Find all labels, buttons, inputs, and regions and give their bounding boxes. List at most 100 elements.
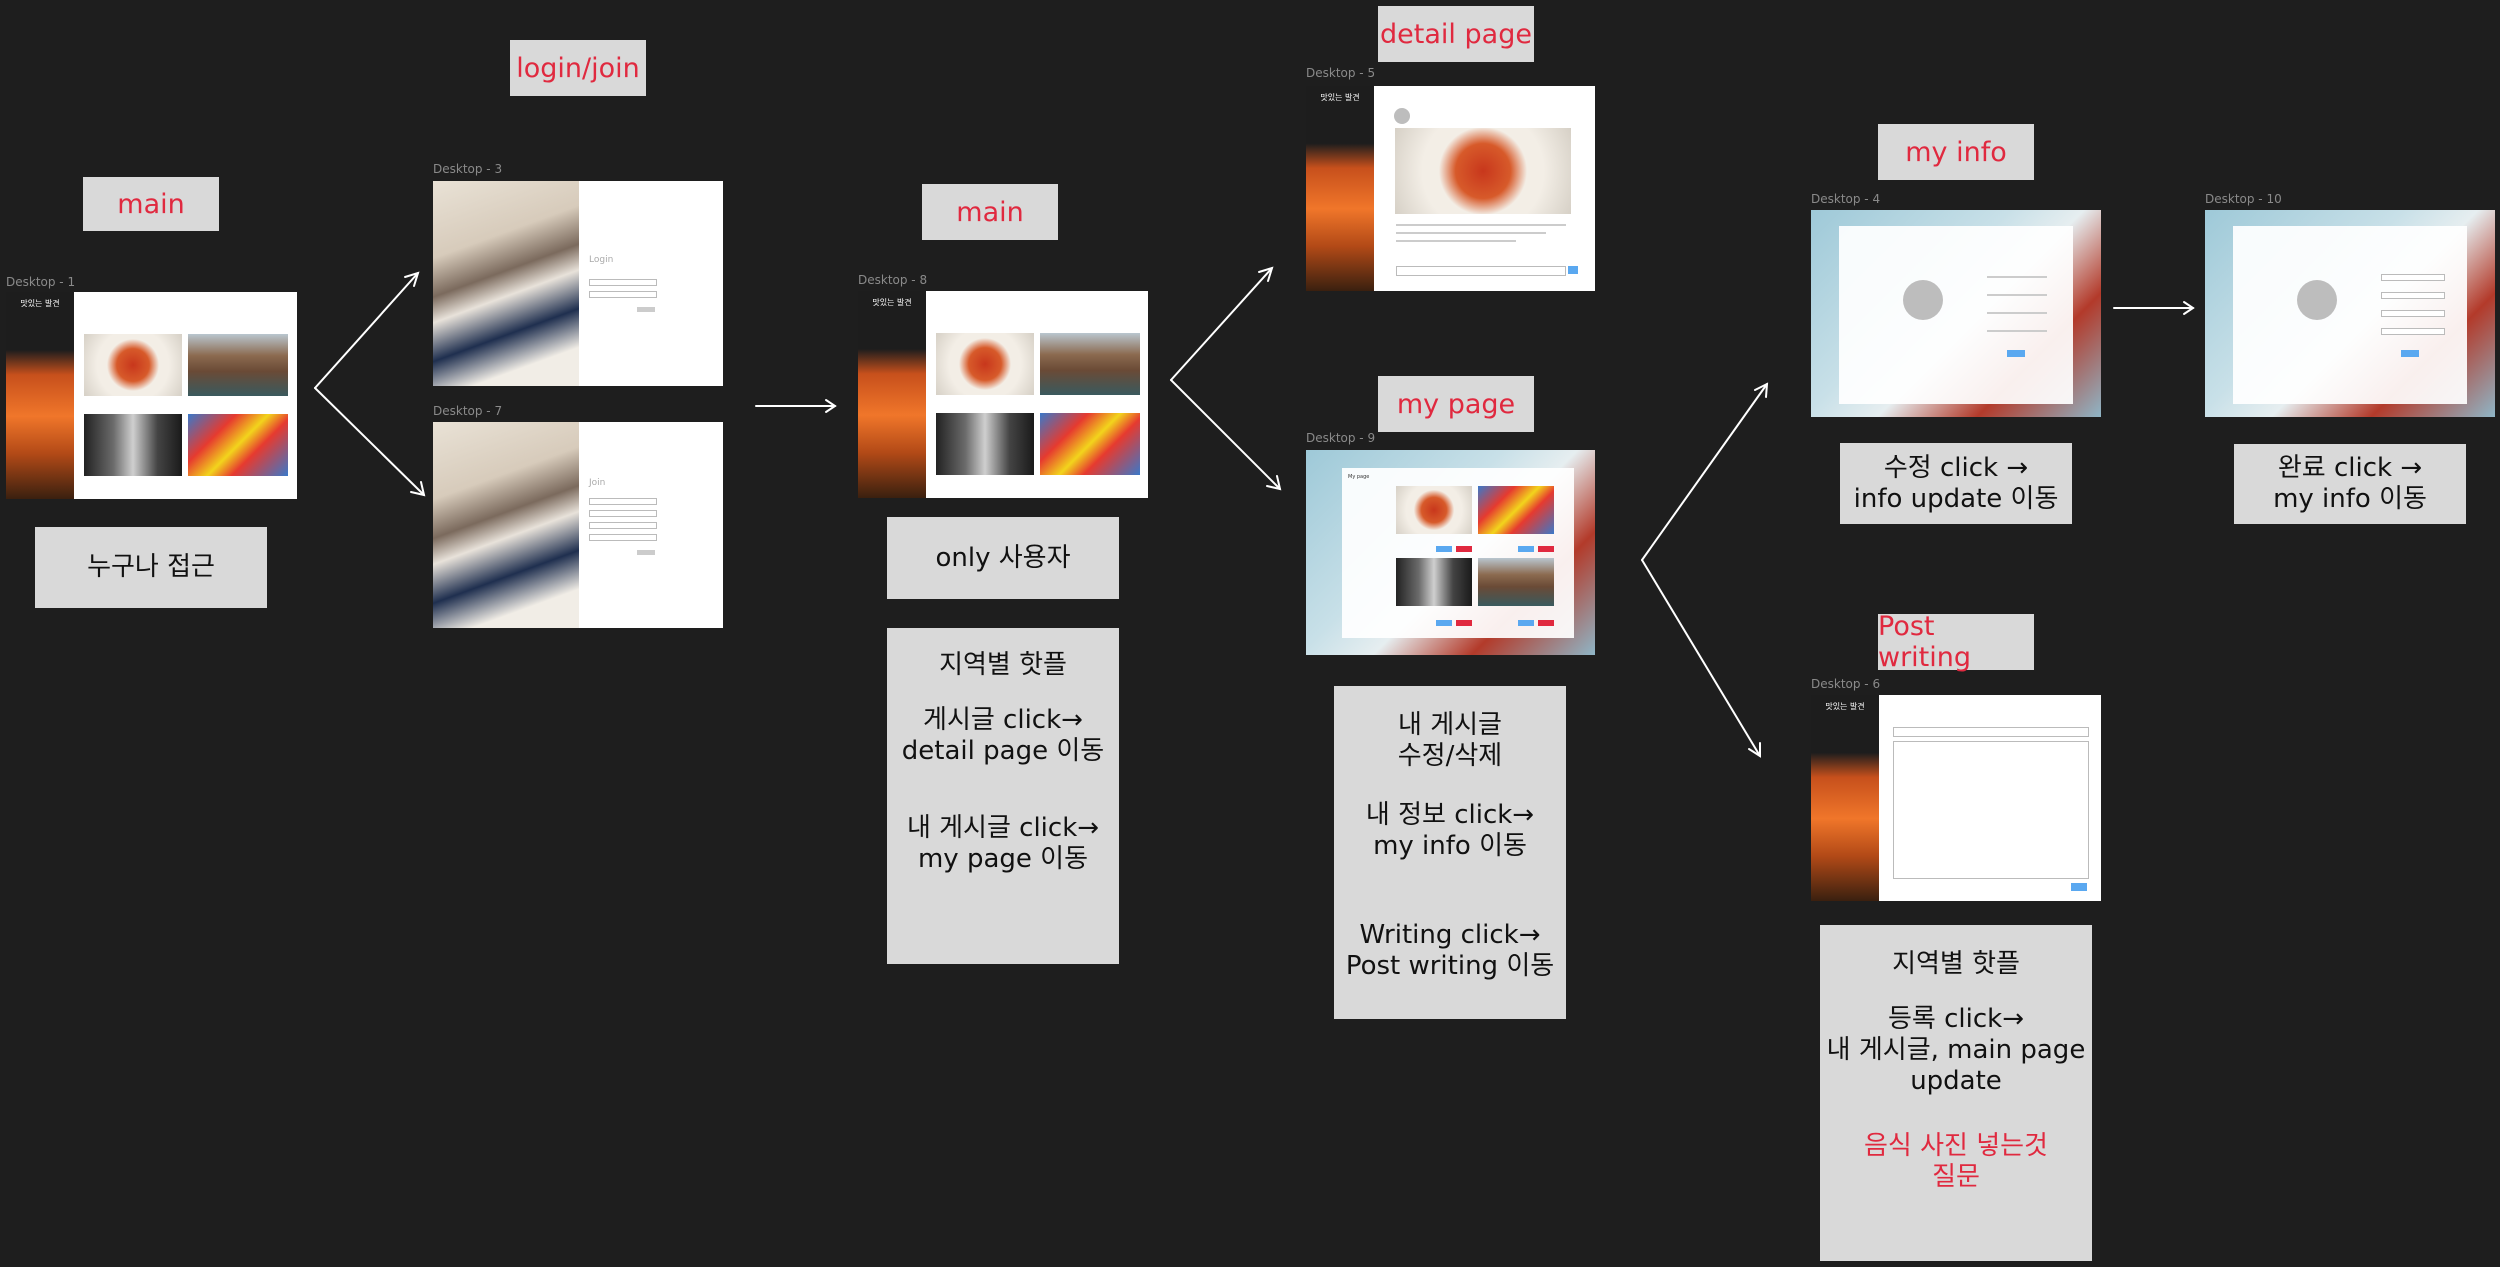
title-detail-page: detail page bbox=[1378, 6, 1534, 62]
arrow-head bbox=[825, 399, 837, 413]
frame-label-desktop-9: Desktop - 9 bbox=[1306, 431, 1376, 445]
note-text: Writing click→ Post writing 이동 bbox=[1345, 920, 1555, 981]
detail-image-pasta bbox=[1395, 128, 1571, 214]
note-text: 누구나 접근 bbox=[87, 552, 215, 582]
note-only-user: only 사용자 bbox=[887, 517, 1119, 599]
note-text: 내 게시글 click→ my page 이동 bbox=[906, 813, 1100, 874]
edit-button bbox=[1436, 546, 1452, 552]
arrow-head bbox=[2183, 301, 2195, 315]
arrow-main-to-detail bbox=[1170, 267, 1273, 381]
note-text: 내 정보 click→ my info 이동 bbox=[1365, 800, 1535, 861]
frame-label-desktop-7: Desktop - 7 bbox=[433, 404, 503, 418]
frame-desktop-3: Login bbox=[433, 181, 723, 386]
post-image-ride bbox=[188, 414, 288, 476]
profile-avatar bbox=[2297, 280, 2337, 320]
frame-label-desktop-4: Desktop - 4 bbox=[1811, 192, 1881, 206]
note-main-flow: 지역별 핫플 게시글 click→ detail page 이동 내 게시글 c… bbox=[887, 628, 1119, 964]
post-image-pasta bbox=[84, 334, 182, 396]
myinfo-row-3 bbox=[1987, 312, 2047, 314]
arrow-head bbox=[410, 481, 426, 497]
note-done: 완료 click → my info 이동 bbox=[2234, 444, 2466, 524]
post-image-pasta bbox=[936, 333, 1034, 395]
frame-label-desktop-3: Desktop - 3 bbox=[433, 162, 503, 176]
title-post-writing: Post writing bbox=[1878, 611, 2034, 673]
note-text: only 사용자 bbox=[935, 542, 1071, 573]
login-id-field bbox=[589, 279, 657, 286]
profile-avatar bbox=[1903, 280, 1943, 320]
frame-label-desktop-5: Desktop - 5 bbox=[1306, 66, 1376, 80]
arrow-head bbox=[1748, 742, 1761, 758]
note-text: 내 게시글 수정/삭제 bbox=[1397, 710, 1503, 771]
app-name: 맛있는 발견 bbox=[872, 298, 912, 307]
post-image-shop bbox=[188, 334, 288, 396]
arrow-main-to-join bbox=[314, 387, 425, 496]
update-field-3 bbox=[2381, 310, 2445, 317]
login-heading: Login bbox=[589, 255, 614, 265]
note-modify: 수정 click → info update 이동 bbox=[1840, 443, 2072, 524]
frame-desktop-9: My page bbox=[1306, 450, 1595, 655]
join-photo bbox=[433, 422, 579, 628]
edit-button bbox=[1436, 620, 1452, 626]
frame-desktop-5: 맛있는 발견 bbox=[1306, 86, 1595, 291]
title-my-info: my info bbox=[1878, 124, 2034, 180]
frame-label-desktop-6: Desktop - 6 bbox=[1811, 677, 1881, 691]
arrow-main-to-mypage bbox=[1170, 379, 1281, 490]
mypage-post-shop bbox=[1478, 558, 1554, 606]
myinfo-card bbox=[1839, 226, 2073, 404]
arrow-head bbox=[1258, 266, 1274, 282]
mypage-post-ride bbox=[1478, 486, 1554, 534]
frame-desktop-10 bbox=[2205, 210, 2495, 417]
delete-button bbox=[1456, 546, 1472, 552]
app-name: 맛있는 발견 bbox=[20, 299, 60, 308]
title-main-1: main bbox=[83, 177, 219, 231]
app-name: 맛있는 발견 bbox=[1825, 702, 1865, 711]
arrow-mypage-to-post bbox=[1641, 559, 1761, 757]
note-text-question: 음식 사진 넣는것 질문 bbox=[1864, 1131, 2048, 1192]
edit-button bbox=[1518, 546, 1534, 552]
join-field-3 bbox=[589, 522, 657, 529]
detail-text-line-3 bbox=[1396, 240, 1516, 242]
modify-button bbox=[2007, 350, 2025, 357]
note-text: 지역별 핫플 bbox=[939, 650, 1067, 680]
frame-desktop-7: Join bbox=[433, 422, 723, 628]
join-button bbox=[637, 550, 655, 555]
frame-label-desktop-1: Desktop - 1 bbox=[6, 275, 76, 289]
join-field-2 bbox=[589, 510, 657, 517]
title-my-page: my page bbox=[1378, 376, 1534, 432]
frame-label-desktop-10: Desktop - 10 bbox=[2205, 192, 2282, 206]
update-field-1 bbox=[2381, 274, 2445, 281]
login-button bbox=[637, 307, 655, 312]
app-name: 맛있는 발견 bbox=[1320, 93, 1360, 102]
sidebar: 맛있는 발견 bbox=[1811, 695, 1879, 901]
sidebar: 맛있는 발견 bbox=[1306, 86, 1374, 291]
author-avatar bbox=[1394, 108, 1410, 124]
title-login-join: login/join bbox=[510, 40, 646, 96]
arrow-head bbox=[404, 271, 420, 287]
note-text: 완료 click → my info 이동 bbox=[2273, 453, 2427, 514]
register-button bbox=[2071, 883, 2087, 891]
comment-field bbox=[1396, 266, 1566, 276]
delete-button bbox=[1538, 620, 1554, 626]
arrow-main-to-login bbox=[314, 272, 419, 389]
frame-desktop-4 bbox=[1811, 210, 2101, 417]
arrow-mypage-to-myinfo bbox=[1641, 383, 1768, 561]
myinfo-row-1 bbox=[1987, 276, 2047, 278]
post-image-ride bbox=[1040, 413, 1140, 475]
note-text: 수정 click → info update 이동 bbox=[1853, 452, 2059, 514]
note-mypage-flow: 내 게시글 수정/삭제 내 정보 click→ my info 이동 Writi… bbox=[1334, 686, 1566, 1019]
sidebar: 맛있는 발견 bbox=[6, 292, 74, 499]
post-image-bw bbox=[936, 413, 1034, 475]
mypage-heading: My page bbox=[1348, 474, 1370, 480]
update-field-4 bbox=[2381, 328, 2445, 335]
join-field-4 bbox=[589, 534, 657, 541]
note-anyone-access: 누구나 접근 bbox=[35, 527, 267, 608]
frame-desktop-8: 맛있는 발견 bbox=[858, 291, 1148, 498]
frame-desktop-6: 맛있는 발견 bbox=[1811, 695, 2101, 901]
note-text: 등록 click→ 내 게시글, main page update bbox=[1826, 1004, 2086, 1096]
arrow-head bbox=[1754, 382, 1769, 398]
myinfo-row-4 bbox=[1987, 330, 2047, 332]
comment-button bbox=[1568, 266, 1578, 274]
mypage-post-bw bbox=[1396, 558, 1472, 606]
join-heading: Join bbox=[589, 478, 606, 488]
